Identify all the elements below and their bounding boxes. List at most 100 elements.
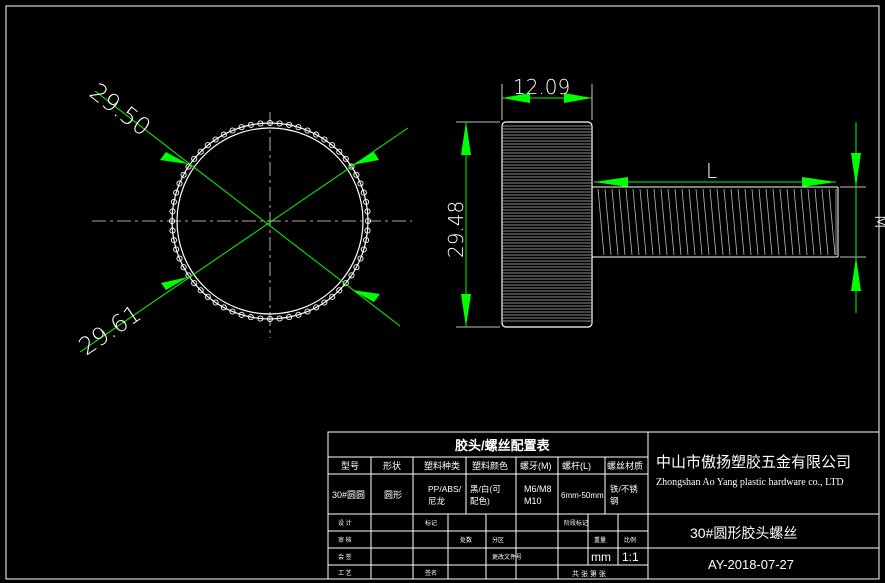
knurl-tooth <box>229 308 236 315</box>
thread-line <box>597 188 605 256</box>
thread-line <box>779 188 787 256</box>
header-cell: 塑料种类 <box>424 460 460 471</box>
small-label: 分区 <box>492 536 504 544</box>
table-title: 胶头/螺丝配置表 <box>455 438 551 453</box>
thread-line <box>660 188 668 256</box>
head-knurl-lines <box>503 125 591 322</box>
dim-arrow <box>851 153 861 187</box>
small-label: 共 张 第 张 <box>572 569 606 578</box>
thread-line <box>716 188 724 256</box>
knurl-tooth <box>180 171 187 178</box>
knurl-tooth <box>220 304 227 311</box>
company-name-en: Zhongshan Ao Yang plastic hardware co., … <box>656 477 844 488</box>
thread-line <box>765 188 773 256</box>
title-block <box>327 431 880 580</box>
dim-arrow <box>352 290 380 302</box>
thread-line <box>737 188 745 256</box>
thread-line <box>646 188 654 256</box>
knurl-tooth <box>247 314 254 321</box>
dim-arrow <box>502 93 530 103</box>
dim-arrow <box>461 294 471 327</box>
thread-line <box>625 188 633 256</box>
data-cell: 圆形 <box>384 489 402 500</box>
knurl-tooth <box>353 264 360 271</box>
thread-line <box>653 188 661 256</box>
thread-line <box>723 188 731 256</box>
knurl-tooth <box>170 198 177 205</box>
thread-line <box>618 188 626 256</box>
small-label: 审 核 <box>338 536 352 544</box>
front-view: 29.50 29.61 <box>74 78 412 361</box>
knurl-tooth <box>286 314 293 321</box>
knurl-tooth <box>220 131 227 138</box>
knurl-tooth <box>176 255 183 262</box>
knurl-tooth <box>336 287 343 294</box>
knurl-tooth <box>229 127 236 134</box>
knurl-tooth <box>173 189 180 196</box>
knurl-tooth <box>364 227 371 234</box>
small-label: 阶段标记 <box>564 519 588 527</box>
thread-lines <box>597 188 837 256</box>
knurl-tooth <box>342 155 349 162</box>
knurl-tooth <box>170 237 177 244</box>
knurl-tooth <box>173 246 180 253</box>
small-label: 标记 <box>425 519 437 527</box>
knurl-tooth <box>360 246 367 253</box>
knurl-tooth <box>257 315 264 322</box>
knurl-teeth <box>168 119 372 323</box>
dim-text-thread-dia: M <box>870 214 885 230</box>
knurl-tooth <box>342 280 349 287</box>
data-cell: PP/ABS/尼龙 <box>428 484 462 506</box>
title-block-text: 胶头/螺丝配置表 型号 形状 塑料种类 塑料颜色 螺牙(M) 螺杆(L) 螺丝材… <box>332 438 851 578</box>
data-cell: 铁/不锈钢 <box>610 484 638 506</box>
knurl-tooth <box>197 287 204 294</box>
knurl-tooth <box>353 171 360 178</box>
knurl-tooth <box>204 293 211 300</box>
knurl-tooth <box>286 121 293 128</box>
knurl-tooth <box>197 148 204 155</box>
knurl-tooth <box>360 189 367 196</box>
header-cell: 螺丝材质 <box>607 460 643 471</box>
dim-arrow <box>461 122 471 155</box>
scale-label: 1:1 <box>622 550 639 564</box>
header-cell: 形状 <box>383 460 401 471</box>
knurl-tooth <box>321 299 328 306</box>
knurl-tooth <box>168 217 176 225</box>
knurl-tooth <box>357 180 364 187</box>
thread-line <box>632 188 640 256</box>
thread-line <box>800 188 808 256</box>
thread-line <box>772 188 780 256</box>
knurl-tooth <box>329 142 336 149</box>
small-label: 处数 <box>460 536 472 544</box>
knurl-tooth <box>295 311 302 318</box>
knurl-tooth <box>257 120 264 127</box>
dim-arrow <box>594 177 628 187</box>
side-view: 12.09 29.48 L M <box>444 75 885 328</box>
knurl-tooth <box>364 208 371 215</box>
knurl-tooth <box>336 148 343 155</box>
thread-line <box>828 188 836 256</box>
thread-line <box>681 188 689 256</box>
knurl-tooth <box>266 119 274 127</box>
knurl-tooth <box>357 255 364 262</box>
knurl-tooth <box>304 127 311 134</box>
small-label: 会 签 <box>338 553 352 561</box>
dim-text-head-height: 29.48 <box>444 201 468 258</box>
knurl-tooth <box>238 124 245 131</box>
dim-text-inner-dia: 29.61 <box>74 299 147 361</box>
head-outer-circle <box>171 122 369 320</box>
thread-line <box>821 188 829 256</box>
thread-line <box>730 188 738 256</box>
knurl-tooth <box>363 237 370 244</box>
dim-line-outer-dia <box>94 90 401 327</box>
unit-label: mm <box>591 550 611 564</box>
knurl-tooth <box>169 208 176 215</box>
dim-line-inner-dia <box>79 127 409 353</box>
knurl-tooth <box>321 136 328 143</box>
knurl-tooth <box>212 136 219 143</box>
knurl-tooth <box>276 120 283 127</box>
dim-text-head-width: 12.09 <box>513 75 570 99</box>
knurl-tooth <box>295 124 302 131</box>
